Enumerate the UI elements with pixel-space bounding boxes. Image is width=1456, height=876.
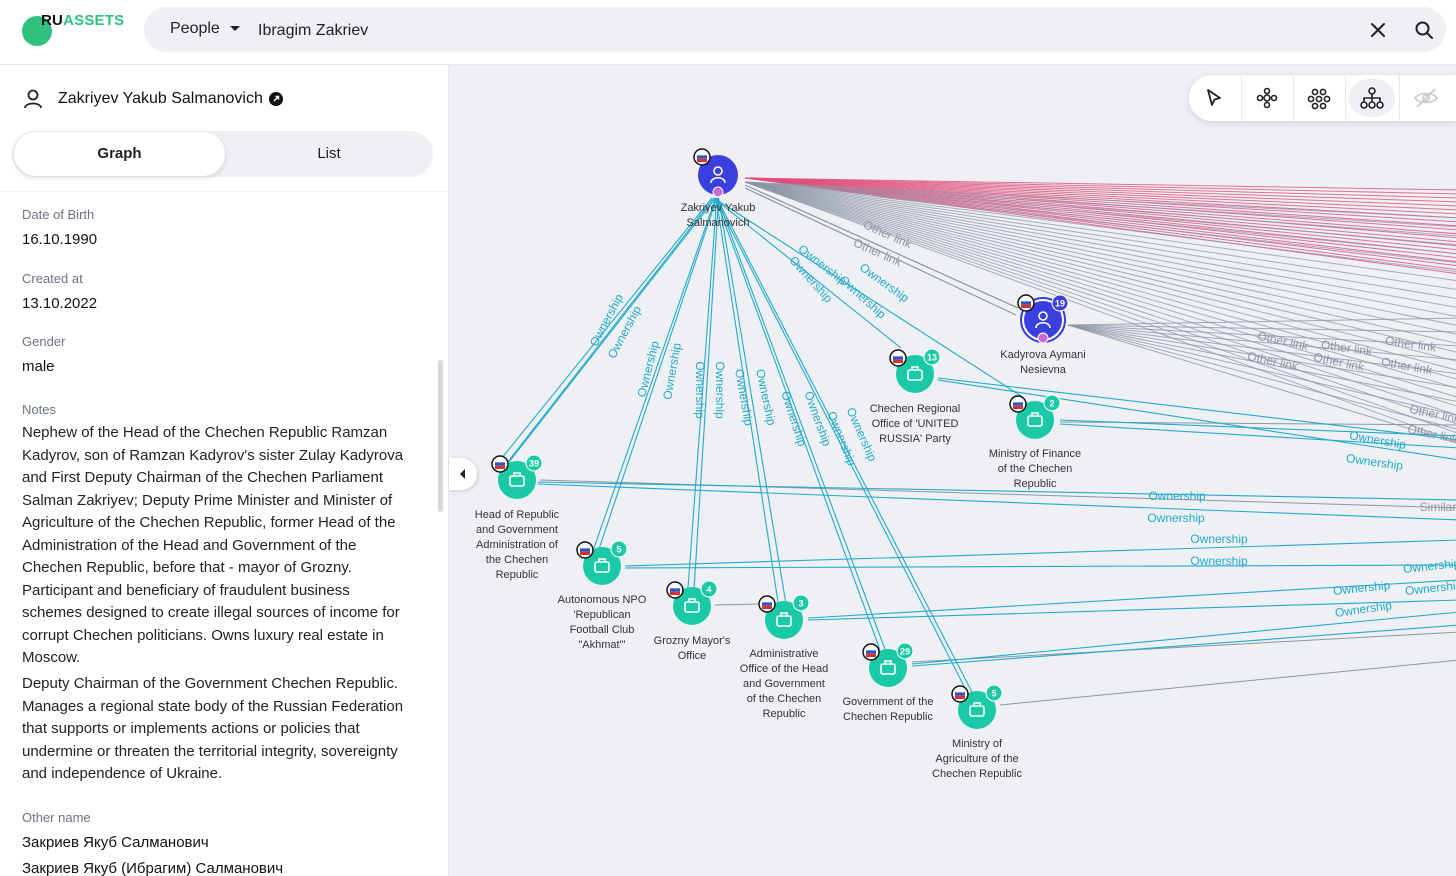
toolbar-divider <box>1293 75 1294 121</box>
collapse-sidebar-button[interactable] <box>449 458 477 490</box>
dob-label: Date of Birth <box>22 207 95 222</box>
notes-paragraph-2: Deputy Chairman of the Government Cheche… <box>22 675 404 782</box>
cluster-graph-icon[interactable] <box>1244 79 1290 117</box>
toolbar-divider <box>1345 75 1346 121</box>
toolbar-divider <box>1399 75 1400 121</box>
search-type-dropdown[interactable]: People <box>170 20 240 38</box>
tab-list[interactable]: List <box>317 145 341 162</box>
notes-paragraph-1: Nephew of the Head of the Chechen Republ… <box>22 424 404 666</box>
close-icon[interactable] <box>1366 18 1390 42</box>
logo-dot <box>22 16 52 46</box>
notes-label: Notes <box>22 402 56 417</box>
top-bar: RUASSETS People <box>0 0 1456 65</box>
chevron-down-icon <box>229 26 240 32</box>
tab-graph[interactable]: Graph <box>14 132 225 176</box>
logo-text: RUASSETS <box>41 12 125 29</box>
graph-canvas[interactable] <box>449 65 1456 876</box>
profile-header: Zakriyev Yakub Salmanovich <box>22 87 283 111</box>
gender-label: Gender <box>22 334 66 349</box>
other-name-label: Other name <box>22 810 91 825</box>
dob-value: 16.10.1990 <box>22 231 98 248</box>
search-type-value: People <box>170 20 220 37</box>
search-input[interactable] <box>256 17 1310 45</box>
divider <box>0 191 448 192</box>
other-name-2: Закриев Якуб (Ибрагим) Салманович <box>22 860 284 876</box>
profile-sidebar: Zakriyev Yakub Salmanovich Graph List Da… <box>0 65 449 876</box>
other-name-1: Закриев Якуб Салманович <box>22 834 209 851</box>
created-label: Created at <box>22 271 83 286</box>
gender-value: male <box>22 358 55 375</box>
created-value: 13.10.2022 <box>22 295 98 312</box>
search-icon[interactable] <box>1412 18 1436 42</box>
graph-toolbar <box>1189 75 1456 121</box>
profile-name: Zakriyev Yakub Salmanovich <box>58 90 263 107</box>
sidebar-scrollbar[interactable] <box>438 360 443 512</box>
person-icon <box>24 89 42 109</box>
hide-icon[interactable] <box>1403 79 1449 117</box>
cursor-icon[interactable] <box>1191 79 1237 117</box>
ruassets-logo[interactable]: RUASSETS <box>22 10 132 50</box>
view-tabs: Graph List <box>12 131 433 177</box>
circle-layout-icon[interactable] <box>1296 79 1342 117</box>
external-link-icon[interactable] <box>268 92 283 106</box>
search-bar: People <box>144 7 1446 52</box>
toolbar-divider <box>1241 75 1242 121</box>
hierarchy-layout-icon[interactable] <box>1349 79 1395 117</box>
